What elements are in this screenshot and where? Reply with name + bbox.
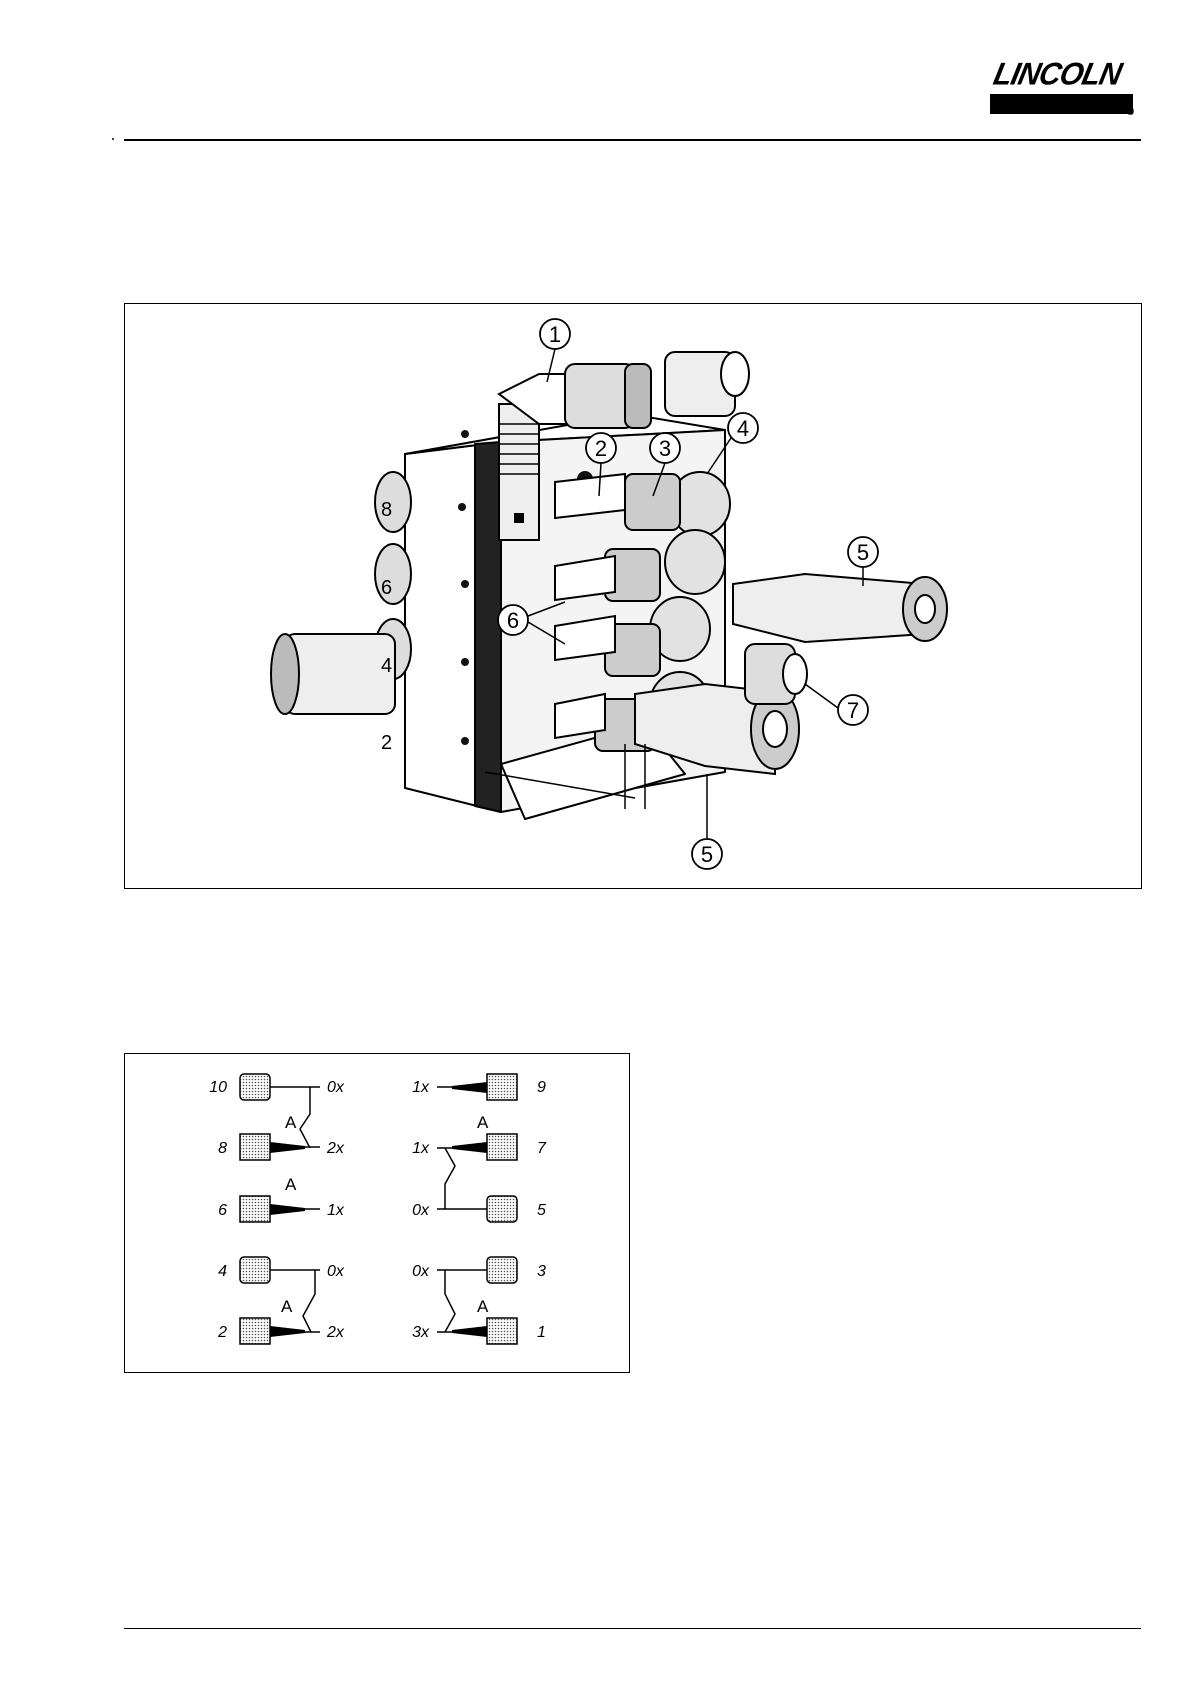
thread-3: [625, 474, 680, 530]
port-number-8: 8: [381, 499, 392, 521]
schem-count-2: 2x: [326, 1324, 345, 1341]
logo-wordmark: LINCOLN: [990, 57, 1124, 93]
schem-count-1: 3x: [412, 1324, 430, 1341]
schem-port-9: 9: [537, 1079, 546, 1096]
schem-port-8: 8: [218, 1140, 227, 1157]
cap-piece: [665, 352, 749, 416]
schem-a-1: A: [477, 1297, 489, 1316]
flow-schematic-drawing: 10 8 6 4 2 0x 2x 1x 0x 2x 1x 1x 0x 0x 3x…: [125, 1054, 631, 1374]
schem-a-8: A: [285, 1113, 297, 1132]
figure-divider-block-exploded: 8 6 4 2: [124, 303, 1142, 889]
schem-nipple-6: [240, 1196, 270, 1222]
port-hole-4: [461, 658, 469, 666]
page-speck: [112, 138, 114, 140]
schem-port-4: 4: [218, 1263, 227, 1280]
callout-7: 7: [847, 698, 859, 723]
schem-plug-5: [487, 1196, 517, 1222]
schem-nipple-1: [487, 1318, 517, 1344]
outlet-fitting-top: [733, 574, 925, 642]
left-outlet-nut: [271, 634, 299, 714]
schem-a-7: A: [477, 1113, 489, 1132]
schem-count-4: 0x: [327, 1263, 345, 1280]
callout-1: 1: [549, 322, 561, 347]
figure-flow-schematic: 10 8 6 4 2 0x 2x 1x 0x 2x 1x 1x 0x 0x 3x…: [124, 1053, 630, 1373]
schem-a-6: A: [285, 1175, 297, 1194]
footer-rule: [124, 1628, 1141, 1629]
schem-nipple-9: [487, 1074, 517, 1100]
schem-port-10: 10: [209, 1079, 227, 1096]
schem-count-5: 0x: [412, 1202, 430, 1219]
callout-5-top: 5: [857, 540, 869, 565]
schem-plug-4: [240, 1257, 270, 1283]
hex-plunger-2: [555, 474, 625, 518]
schem-nipple-2: [240, 1318, 270, 1344]
callout-5-bottom: 5: [701, 842, 713, 867]
port-number-4: 4: [381, 655, 392, 677]
schem-plug-3: [487, 1257, 517, 1283]
header-rule: [124, 139, 1141, 141]
schem-count-9: 1x: [412, 1079, 430, 1096]
schem-port-7: 7: [537, 1140, 547, 1157]
schem-count-6: 1x: [327, 1202, 345, 1219]
schem-count-3: 0x: [412, 1263, 430, 1280]
divider-block-drawing: 8 6 4 2: [125, 304, 1143, 890]
top-hole: [461, 430, 469, 438]
schem-plug-10: [240, 1074, 270, 1100]
callout-4: 4: [737, 416, 749, 441]
schem-port-6: 6: [218, 1202, 227, 1219]
port-hole-8: [458, 503, 466, 511]
plug-screw-a: [665, 530, 725, 594]
logo-bar: [990, 94, 1133, 114]
port-number-6: 6: [381, 577, 392, 599]
lincoln-logo: LINCOLN ®: [990, 58, 1140, 120]
callout-3: 3: [659, 436, 671, 461]
port-hole-2: [461, 737, 469, 745]
callout-6: 6: [507, 608, 519, 633]
block-edge-shadow: [475, 442, 501, 812]
schem-nipple-7: [487, 1134, 517, 1160]
port-hole-6: [461, 580, 469, 588]
registered-mark: ®: [1126, 106, 1134, 118]
schem-port-5: 5: [537, 1202, 546, 1219]
schem-count-7: 1x: [412, 1140, 430, 1157]
schem-port-2: 2: [217, 1324, 227, 1341]
schem-port-1: 1: [537, 1324, 546, 1341]
schem-a-2: A: [281, 1297, 293, 1316]
schem-nipple-8: [240, 1134, 270, 1160]
schem-count-8: 2x: [326, 1140, 345, 1157]
left-outlet-body: [285, 634, 395, 714]
schem-count-10: 0x: [327, 1079, 345, 1096]
callout-2: 2: [595, 436, 607, 461]
schem-port-3: 3: [537, 1263, 546, 1280]
port-number-2: 2: [381, 732, 392, 754]
